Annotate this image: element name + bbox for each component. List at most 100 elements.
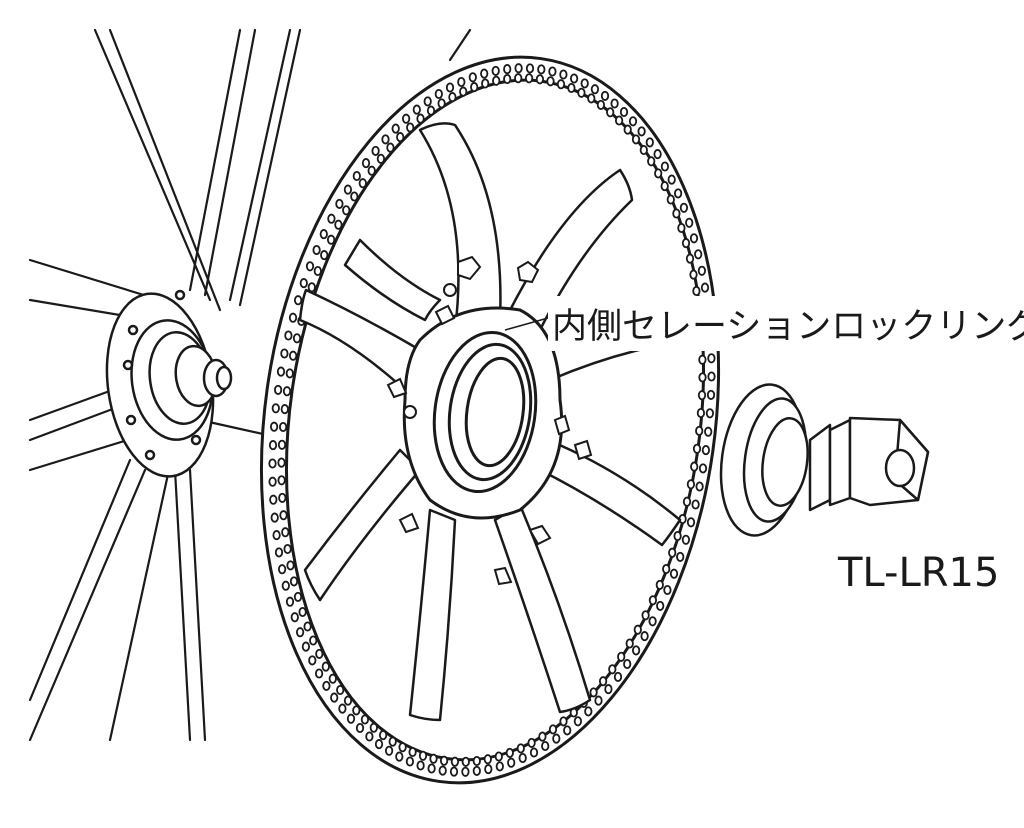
- vent-hole: [698, 354, 707, 365]
- vent-hole: [278, 421, 288, 433]
- vent-hole: [459, 86, 468, 97]
- vent-hole: [700, 282, 710, 293]
- vent-hole: [613, 671, 623, 682]
- vent-hole: [590, 84, 600, 95]
- vent-hole: [308, 655, 317, 666]
- vent-hole: [648, 616, 657, 627]
- vent-hole: [367, 165, 376, 176]
- vent-hole: [525, 63, 535, 74]
- vent-hole: [378, 730, 388, 741]
- vent-hole: [701, 445, 711, 456]
- vent-hole: [690, 461, 699, 472]
- vent-hole: [313, 265, 322, 277]
- vent-hole: [472, 755, 481, 767]
- vent-hole: [563, 725, 572, 736]
- vent-hole: [514, 63, 523, 74]
- vent-hole: [631, 645, 641, 656]
- vent-hole: [293, 295, 303, 306]
- vent-hole: [280, 404, 289, 415]
- vent-hole: [666, 194, 675, 205]
- vent-hole: [704, 426, 713, 437]
- vent-hole: [269, 494, 278, 505]
- vent-hole: [660, 161, 670, 172]
- vent-hole: [494, 751, 503, 762]
- vent-hole: [449, 766, 459, 777]
- vent-hole: [386, 142, 395, 153]
- vent-hole: [596, 99, 606, 110]
- vent-hole: [450, 756, 459, 767]
- vent-hole: [445, 82, 455, 93]
- vent-hole: [707, 371, 716, 382]
- vent-hole: [698, 372, 707, 383]
- vent-hole: [628, 116, 638, 127]
- vent-hole: [610, 98, 619, 109]
- wheel-spokes: [28, 28, 472, 742]
- vent-hole: [660, 181, 669, 192]
- vent-hole: [330, 692, 339, 703]
- vent-hole: [492, 75, 501, 86]
- vent-hole: [342, 205, 351, 216]
- vent-hole: [365, 731, 374, 742]
- vent-hole: [352, 705, 361, 716]
- vent-hole: [412, 104, 421, 115]
- vent-hole: [343, 184, 352, 195]
- vent-hole: [623, 124, 632, 135]
- vent-hole: [495, 761, 504, 772]
- vent-hole: [405, 756, 414, 767]
- vent-hole: [706, 389, 716, 400]
- vent-hole: [484, 764, 493, 775]
- vent-hole: [396, 132, 405, 143]
- vent-hole: [314, 668, 324, 679]
- vent-hole: [537, 64, 546, 75]
- vent-hole: [288, 350, 298, 361]
- vent-hole: [608, 664, 617, 675]
- rotor-center-carrier: [402, 306, 564, 520]
- vent-hole: [606, 107, 615, 118]
- vent-hole: [319, 229, 328, 240]
- vent-hole: [376, 153, 385, 164]
- vent-hole: [427, 763, 436, 774]
- vent-hole: [541, 740, 550, 752]
- vent-hole: [697, 265, 707, 276]
- vent-hole: [577, 87, 586, 98]
- vent-hole: [273, 384, 283, 395]
- vent-hole: [384, 745, 394, 756]
- vent-hole: [695, 425, 704, 436]
- vent-hole: [289, 576, 299, 587]
- vent-hole: [694, 249, 703, 260]
- vent-hole: [461, 766, 470, 777]
- vent-hole: [623, 658, 632, 670]
- vent-hole: [529, 747, 539, 758]
- vent-hole: [303, 621, 312, 632]
- vent-hole: [686, 517, 696, 528]
- vent-hole: [335, 198, 344, 209]
- vent-hole: [524, 73, 534, 84]
- vent-hole: [268, 476, 277, 487]
- vent-hole: [637, 126, 646, 137]
- vent-hole: [692, 285, 701, 297]
- vent-hole: [352, 170, 361, 182]
- vent-hole: [350, 191, 359, 202]
- vent-hole: [548, 66, 557, 77]
- vent-hole: [631, 134, 641, 145]
- vent-hole: [338, 703, 347, 714]
- vent-hole: [438, 765, 447, 776]
- vent-hole: [604, 684, 613, 695]
- vent-hole: [669, 568, 679, 579]
- vent-hole: [309, 635, 318, 646]
- vent-hole: [552, 733, 561, 744]
- vent-hole: [281, 527, 290, 538]
- leader-line: [504, 317, 549, 331]
- vent-hole: [326, 234, 336, 245]
- vent-hole: [395, 751, 404, 762]
- vent-hole: [358, 178, 367, 189]
- vent-hole: [640, 631, 649, 642]
- vent-hole: [336, 684, 345, 696]
- vent-hole: [673, 188, 683, 199]
- vent-hole: [685, 253, 695, 264]
- vent-hole: [312, 244, 321, 256]
- vent-hole: [346, 713, 356, 724]
- vent-hole: [556, 79, 566, 90]
- vent-hole: [322, 680, 331, 691]
